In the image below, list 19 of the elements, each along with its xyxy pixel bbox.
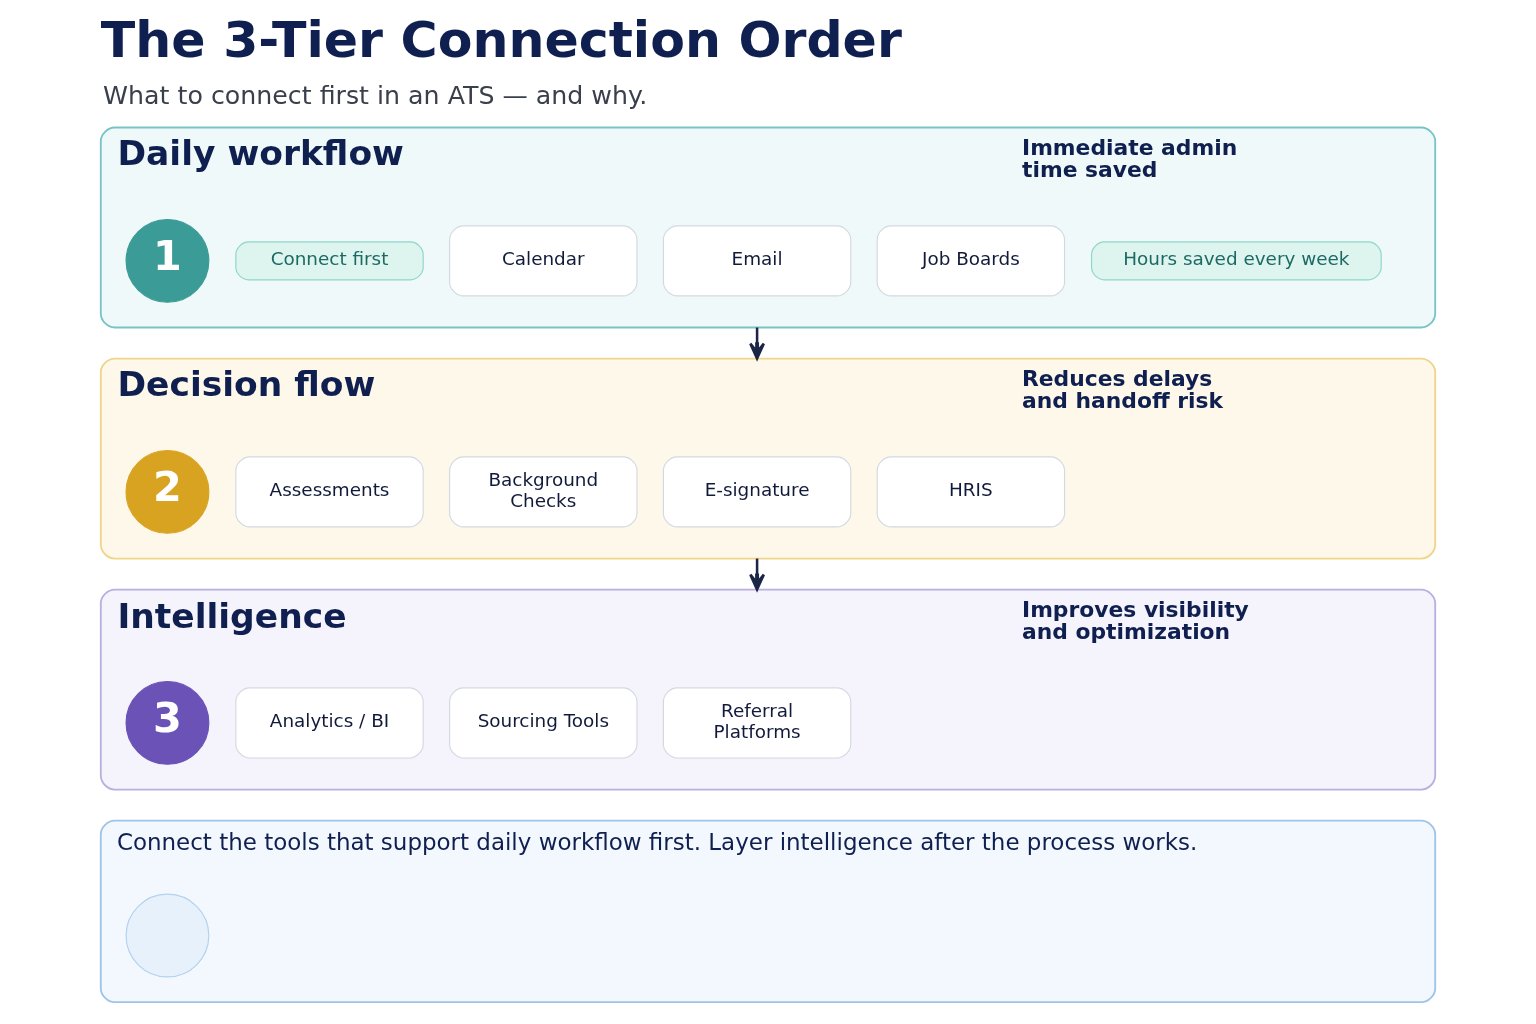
label: What to connect first in an ATS — and why. — [103, 81, 648, 111]
node-box: HRIS — [876, 456, 1066, 528]
node-box: E-signature — [662, 456, 852, 528]
node-box: Connect first — [235, 241, 424, 281]
node-circle: 2 — [125, 449, 210, 534]
node-box: Email — [662, 225, 852, 297]
cluster: Connect the tools that support daily workflow first. Layer intelligence after the process works. — [99, 819, 1437, 1004]
node-box: Background Checks — [449, 456, 638, 528]
node-box: Analytics / BI — [235, 687, 424, 759]
node-box: Hours saved every week — [1090, 241, 1382, 281]
node-circle: 1 — [125, 218, 210, 303]
node-circle — [125, 893, 210, 978]
node-box: Job Boards — [876, 225, 1066, 297]
node-circle: 3 — [125, 680, 210, 765]
diagram-title: The 3-Tier Connection Order — [100, 9, 902, 69]
node-box: Assessments — [235, 456, 424, 528]
node-box: Referral Platforms — [662, 687, 852, 759]
node-box: Calendar — [449, 225, 638, 297]
node-box: Sourcing Tools — [449, 687, 638, 759]
